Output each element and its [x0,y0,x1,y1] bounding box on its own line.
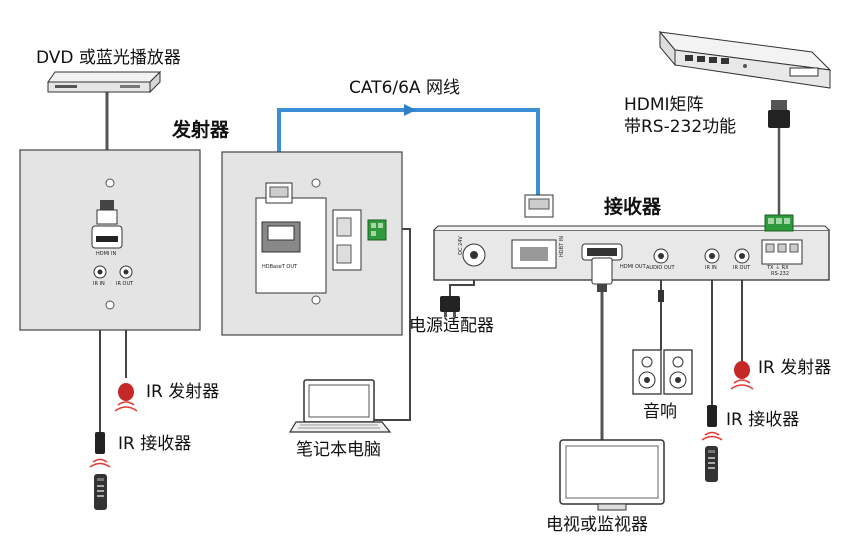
rx-terminal-block-icon [764,214,794,232]
tv-monitor-icon [559,439,665,511]
right-ir-receiver-label: IR 接收器 [726,410,800,430]
hdmi-plug-icon [91,200,123,249]
power-adapter-icon [440,296,460,317]
speakers-icon [632,349,693,395]
right-remote-control-icon [705,446,718,482]
transmitter-label: 发射器 [172,119,230,141]
rx-hdmi-plug-icon [591,257,613,292]
left-ir-out-port-label: IR OUT [116,281,134,287]
left-ir-receiver-icon [89,432,111,468]
left-ir-receiver-label: IR 接收器 [118,434,192,454]
dc-24v-port-label: DC 24V [457,236,464,255]
power-adapter-label: 电源适配器 [409,316,494,336]
laptop-icon [288,379,392,433]
dvd-player [47,70,162,94]
rx-ir-in-port-label: IR IN [705,265,717,271]
audio-out-port-label: AUDIO OUT [646,265,675,271]
hdbaset-out-port-label: HDBaseT OUT [262,264,298,270]
left-ir-emitter-label: IR 发射器 [146,382,220,402]
db9-connector-icon [768,100,790,128]
hdmi-matrix-label-line1: HDMI矩阵 [624,95,704,115]
left-remote-control-icon [94,474,107,510]
audio-plug-icon [658,290,664,302]
receiver-device [433,225,830,281]
hdmi-in-port-label: HDMI IN [96,251,117,257]
hdbt-in-port-label: HDBT IN [558,236,565,257]
hdmi-out-port-label: HDMI OUT [620,264,646,270]
hdmi-matrix-label-line2: 带RS-232功能 [624,117,737,137]
cat6-direction-arrow [404,104,416,116]
right-ir-emitter-icon [730,361,754,390]
rx-ir-out-port-label: IR OUT [733,265,751,271]
tx-terminal-block-icon [367,219,387,241]
left-ir-jacks [93,265,133,279]
dvd-player-label: DVD 或蓝光播放器 [36,48,181,68]
cat-cable-label: CAT6/6A 网线 [349,78,460,98]
left-ir-emitter-icon [114,383,138,412]
tx-rj45-plug-icon [265,182,293,204]
speakers-label: 音响 [643,402,677,422]
hdmi-matrix-device [658,30,832,89]
laptop-label: 笔记本电脑 [296,440,381,460]
right-ir-emitter-label: IR 发射器 [758,358,832,378]
transmitter-plate [221,151,403,336]
right-ir-receiver-icon [701,405,723,441]
rx-rj45-plug-icon [524,194,554,218]
rs232-pins-label: TX ⏚ RX [767,265,789,271]
rs232-port-label: RS-232 [771,271,789,277]
tv-label: 电视或监视器 [546,515,648,535]
left-ir-in-port-label: IR IN [93,281,105,287]
receiver-label: 接收器 [604,196,662,218]
